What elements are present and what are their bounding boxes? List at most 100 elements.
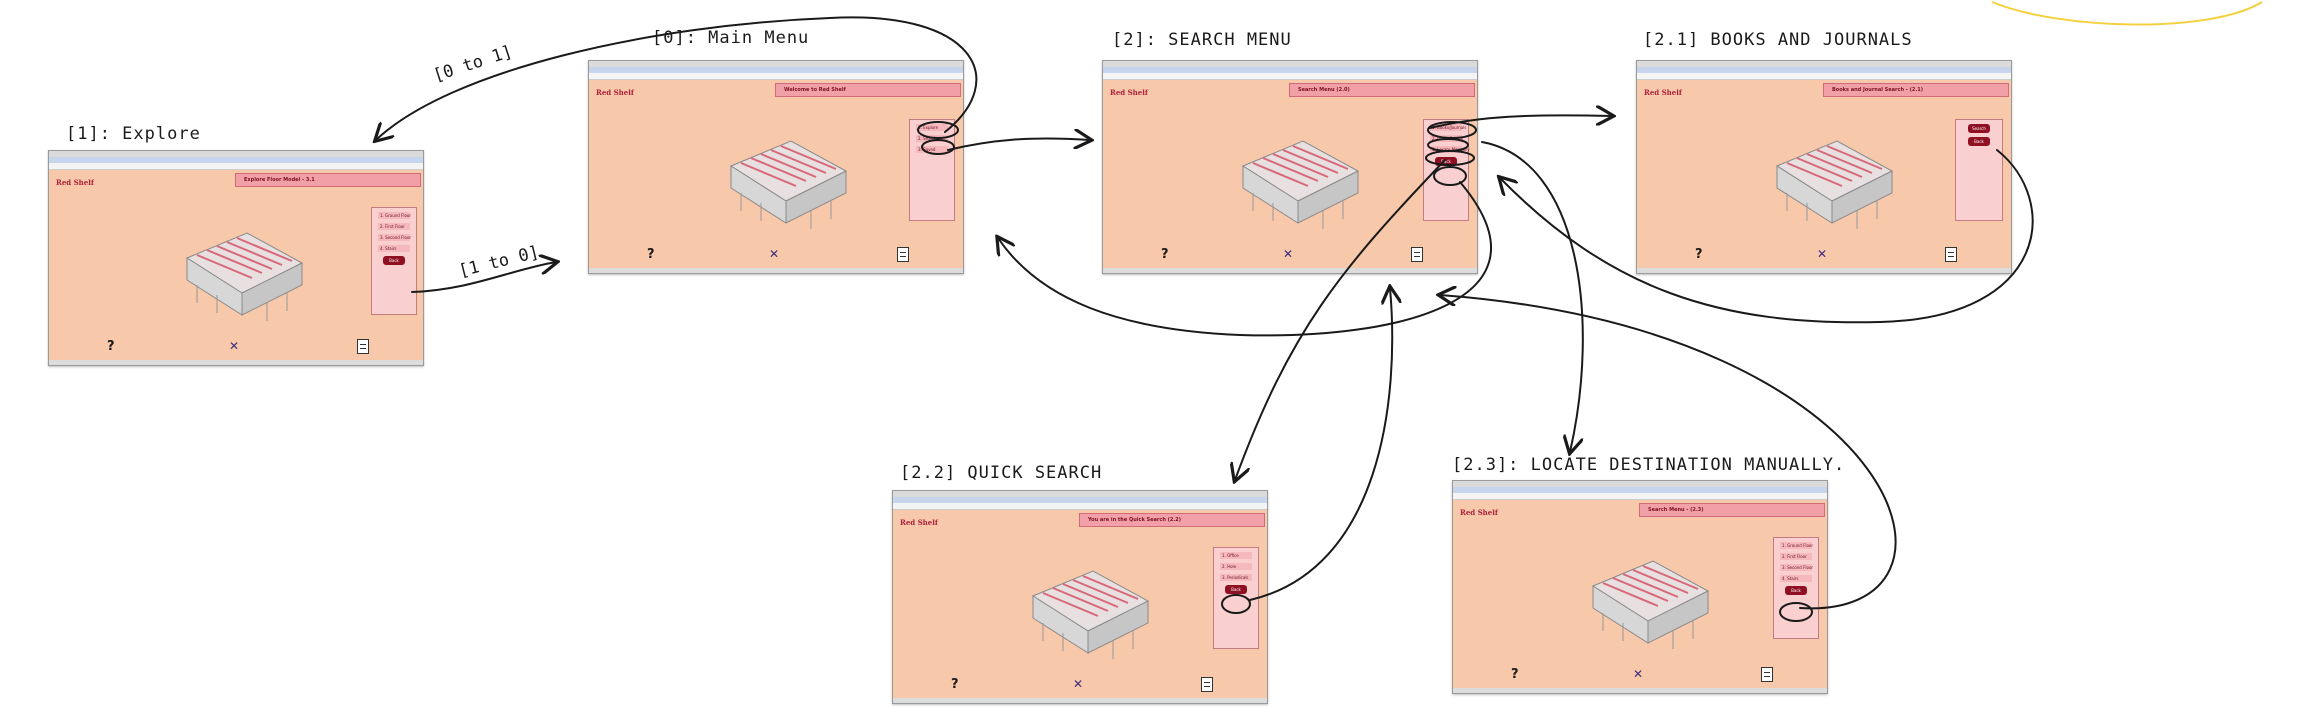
app-name: Red Shelf bbox=[900, 518, 938, 527]
document-icon[interactable] bbox=[1411, 247, 1423, 262]
page-header: Welcome to Red Shelf bbox=[775, 83, 961, 97]
taskbar bbox=[1637, 268, 2011, 273]
label-main-menu: [0]: Main Menu bbox=[652, 28, 810, 48]
app-logo-icon: ✕ bbox=[229, 339, 240, 353]
menu-item[interactable]: 2. Quick Search bbox=[1430, 135, 1464, 142]
help-icon[interactable]: ? bbox=[1695, 247, 1703, 262]
menu-panel: 1. Office 2. Hole 3. Periodicals Back bbox=[1213, 547, 1259, 649]
menu-item[interactable]: 1. Ground Floor bbox=[378, 212, 412, 219]
label-books-journals: [2.1] BOOKS AND JOURNALS bbox=[1643, 30, 1913, 50]
library-3d-model bbox=[1591, 560, 1710, 649]
app-logo-icon: ✕ bbox=[1633, 667, 1644, 681]
url-bar bbox=[893, 503, 1267, 510]
taskbar bbox=[893, 698, 1267, 703]
app-logo-icon: ✕ bbox=[1817, 247, 1828, 261]
app-name: Red Shelf bbox=[596, 88, 634, 97]
url-bar bbox=[49, 163, 423, 170]
back-button[interactable]: Back bbox=[1225, 585, 1247, 594]
screen-books-journals: Red Shelf Books and Journal Search - (2.… bbox=[1636, 60, 2012, 274]
help-icon[interactable]: ? bbox=[951, 677, 959, 692]
edge-label-1-to-0: [1 to 0] bbox=[456, 242, 542, 282]
window-titlebar bbox=[893, 491, 1267, 497]
label-locate-manually: [2.3]: LOCATE DESTINATION MANUALLY. bbox=[1452, 455, 1846, 475]
document-icon[interactable] bbox=[357, 339, 369, 354]
document-icon[interactable] bbox=[1945, 247, 1957, 262]
help-icon[interactable]: ? bbox=[1161, 247, 1169, 262]
library-3d-model bbox=[1241, 140, 1360, 229]
url-bar bbox=[589, 73, 963, 80]
taskbar bbox=[589, 268, 963, 273]
menu-panel: 1. Ground Floor 2. First Floor 3. Second… bbox=[1773, 537, 1819, 639]
window-titlebar bbox=[1103, 61, 1477, 67]
screen-quick-search: Red Shelf You are in the Quick Search (2… bbox=[892, 490, 1268, 704]
search-button[interactable]: Search bbox=[1968, 124, 1990, 133]
page-header: Search Menu - (2.3) bbox=[1639, 503, 1825, 517]
edge-label-0-to-1: [0 to 1] bbox=[430, 41, 515, 87]
back-button[interactable]: Back bbox=[1435, 157, 1457, 166]
menu-item[interactable]: 2. Hole bbox=[1220, 563, 1252, 570]
tab-strip bbox=[893, 497, 1267, 503]
tab-strip bbox=[1103, 67, 1477, 73]
menu-item[interactable]: 2. First Floor bbox=[1780, 553, 1812, 560]
document-icon[interactable] bbox=[1201, 677, 1213, 692]
yellow-scribble bbox=[1991, 1, 2263, 26]
menu-item[interactable]: 3. Second Floor bbox=[1780, 564, 1814, 571]
page-header: Explore Floor Model - 3.1 bbox=[235, 173, 421, 187]
tab-strip bbox=[49, 157, 423, 163]
label-search-menu: [2]: SEARCH MENU bbox=[1112, 30, 1292, 50]
screen-main-menu: Red Shelf Welcome to Red Shelf 1. Explor… bbox=[588, 60, 964, 274]
back-button[interactable]: Back bbox=[1968, 137, 1990, 146]
help-icon[interactable]: ? bbox=[107, 339, 115, 354]
url-bar bbox=[1103, 73, 1477, 80]
menu-item[interactable]: 1. Office bbox=[1220, 552, 1252, 559]
window-titlebar bbox=[49, 151, 423, 157]
document-icon[interactable] bbox=[897, 247, 909, 262]
library-3d-model bbox=[729, 140, 848, 229]
back-button[interactable]: Back bbox=[1785, 586, 1807, 595]
help-icon[interactable]: ? bbox=[1511, 667, 1519, 682]
app-name: Red Shelf bbox=[1460, 508, 1498, 517]
menu-item[interactable]: 4. Stairs bbox=[378, 245, 410, 252]
screen-search-menu: Red Shelf Search Menu (2.0) 1. Books/Jou… bbox=[1102, 60, 1478, 274]
tab-strip bbox=[1637, 67, 2011, 73]
document-icon[interactable] bbox=[1761, 667, 1773, 682]
menu-panel: 1. Books/Journals 2. Quick Search 3. Loc… bbox=[1423, 119, 1470, 221]
taskbar bbox=[49, 360, 423, 365]
arrow-main-to-search bbox=[947, 138, 1090, 151]
help-icon[interactable]: ? bbox=[647, 247, 655, 262]
app-logo-icon: ✕ bbox=[1283, 247, 1294, 261]
screen-locate-manually: Red Shelf Search Menu - (2.3) 1. Ground … bbox=[1452, 480, 1828, 694]
menu-item[interactable]: 3. Second Floor bbox=[378, 234, 412, 241]
menu-item[interactable]: 3. Locate Manually bbox=[1430, 146, 1470, 153]
window-titlebar bbox=[1637, 61, 2011, 67]
taskbar bbox=[1103, 268, 1477, 273]
library-3d-model bbox=[1775, 140, 1894, 229]
page-header: Search Menu (2.0) bbox=[1289, 83, 1475, 97]
taskbar bbox=[1453, 688, 1827, 693]
menu-item[interactable]: 1. Explore bbox=[916, 124, 948, 131]
menu-panel: 1. Ground Floor 2. First Floor 3. Second… bbox=[371, 207, 417, 315]
app-name: Red Shelf bbox=[1110, 88, 1148, 97]
menu-item[interactable]: 3. Saved bbox=[916, 146, 948, 153]
screen-explore: Red Shelf Explore Floor Model - 3.1 1. G… bbox=[48, 150, 424, 366]
app-logo-icon: ✕ bbox=[1073, 677, 1084, 691]
menu-item[interactable]: 4. Stairs bbox=[1780, 575, 1812, 582]
arrow-search-to-locate bbox=[1481, 141, 1584, 452]
menu-item[interactable]: 2. First Floor bbox=[378, 223, 410, 230]
app-logo-icon: ✕ bbox=[769, 247, 780, 261]
arrow-quick-back-to-search bbox=[1249, 288, 1392, 601]
library-3d-model bbox=[185, 232, 304, 321]
menu-item[interactable]: 1. Books/Journals bbox=[1430, 124, 1467, 131]
menu-item[interactable]: 3. Periodicals bbox=[1220, 574, 1252, 581]
menu-item[interactable]: 1. Ground Floor bbox=[1780, 542, 1814, 549]
url-bar bbox=[1453, 493, 1827, 500]
app-name: Red Shelf bbox=[1644, 88, 1682, 97]
page-header: You are in the Quick Search (2.2) bbox=[1079, 513, 1265, 527]
label-quick-search: [2.2] QUICK SEARCH bbox=[900, 463, 1103, 483]
menu-item[interactable]: 2. Search bbox=[916, 135, 948, 142]
url-bar bbox=[1637, 73, 2011, 80]
menu-panel: Search Back bbox=[1955, 119, 2003, 221]
app-name: Red Shelf bbox=[56, 178, 94, 187]
library-3d-model bbox=[1031, 570, 1150, 659]
back-button[interactable]: Back bbox=[383, 256, 405, 265]
